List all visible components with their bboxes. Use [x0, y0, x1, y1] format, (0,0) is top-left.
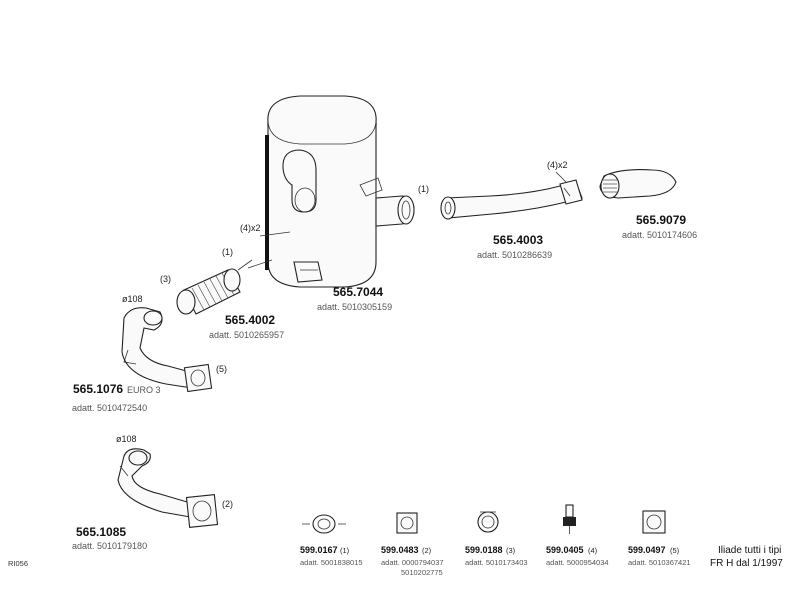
callout-inlet: (2)	[222, 499, 233, 509]
accessory-adatt-4: adatt. 5000954034	[546, 558, 609, 567]
adatt-tail-pipe: adatt. 5010174606	[622, 230, 697, 240]
square-flange-gasket-icon	[642, 510, 666, 534]
inlet-pipe-euro3-drawing	[121, 307, 213, 393]
accessory-adatt-5: adatt. 5010367421	[628, 558, 691, 567]
accessory-number-4: 599.0405	[546, 545, 584, 555]
diagram-code: RI056	[8, 559, 28, 568]
accessory-adatt-3: adatt. 5010173403	[465, 558, 528, 567]
part-number-inlet: 565.1085	[76, 525, 126, 539]
adatt-front-pipe: adatt. 5010286639	[477, 250, 552, 260]
tail-pipe-drawing	[599, 169, 677, 199]
flex-pipe-drawing	[176, 259, 253, 315]
bolt-nut-icon	[563, 504, 576, 534]
callout-flex-upper: (1)	[222, 247, 233, 257]
clamp-ring-icon	[302, 514, 346, 534]
accessory-ref-2: (2)	[422, 546, 432, 555]
part-number-silencer: 565.7044	[333, 285, 383, 299]
accessory-number-3: 599.0188	[465, 545, 503, 555]
part-number-flex-pipe: 565.4002	[225, 313, 275, 327]
front-pipe-drawing	[440, 171, 583, 220]
accessory-adatt-1: adatt. 5001838015	[300, 558, 363, 567]
inlet-pipe-drawing	[117, 448, 219, 528]
part-number-front-pipe: 565.4003	[493, 233, 543, 247]
part-number-tail-pipe: 565.9079	[636, 213, 686, 227]
silencer-drawing	[247, 95, 415, 288]
accessory-number-1: 599.0167	[300, 545, 338, 555]
adatt-inlet-euro3: adatt. 5010472540	[72, 403, 147, 413]
callout-inlet-euro3: (5)	[216, 364, 227, 374]
diameter-euro3: ø108	[122, 294, 143, 304]
adatt-silencer: adatt. 5010305159	[317, 302, 392, 312]
callout-front-pipe-qty: (4)x2	[547, 160, 568, 170]
band-clamp-icon	[477, 511, 499, 533]
adatt-inlet: adatt. 5010179180	[72, 541, 147, 551]
diameter-inlet: ø108	[116, 434, 137, 444]
adatt-flex-pipe: adatt. 5010265957	[209, 330, 284, 340]
accessory-ref-4: (4)	[588, 546, 598, 555]
vehicle-note-line2: FR H dal 1/1997	[710, 558, 783, 569]
part-number-inlet-euro3: 565.1076	[73, 382, 123, 396]
square-gasket-icon	[396, 512, 418, 534]
euro3-label: EURO 3	[127, 385, 161, 395]
accessory-adatt2-2: 5010202775	[401, 568, 443, 577]
callout-silencer-outlet: (1)	[418, 184, 429, 194]
accessory-number-5: 599.0497	[628, 545, 666, 555]
vehicle-note-line1: Iliade tutti i tipi	[718, 545, 781, 556]
callout-flex-lower: (3)	[160, 274, 171, 284]
accessory-adatt-2: adatt. 0000794037	[381, 558, 444, 567]
callout-silencer-qty: (4)x2	[240, 223, 261, 233]
accessory-number-2: 599.0483	[381, 545, 419, 555]
accessory-ref-3: (3)	[506, 546, 516, 555]
accessory-ref-5: (5)	[670, 546, 680, 555]
accessory-ref-1: (1)	[340, 546, 350, 555]
